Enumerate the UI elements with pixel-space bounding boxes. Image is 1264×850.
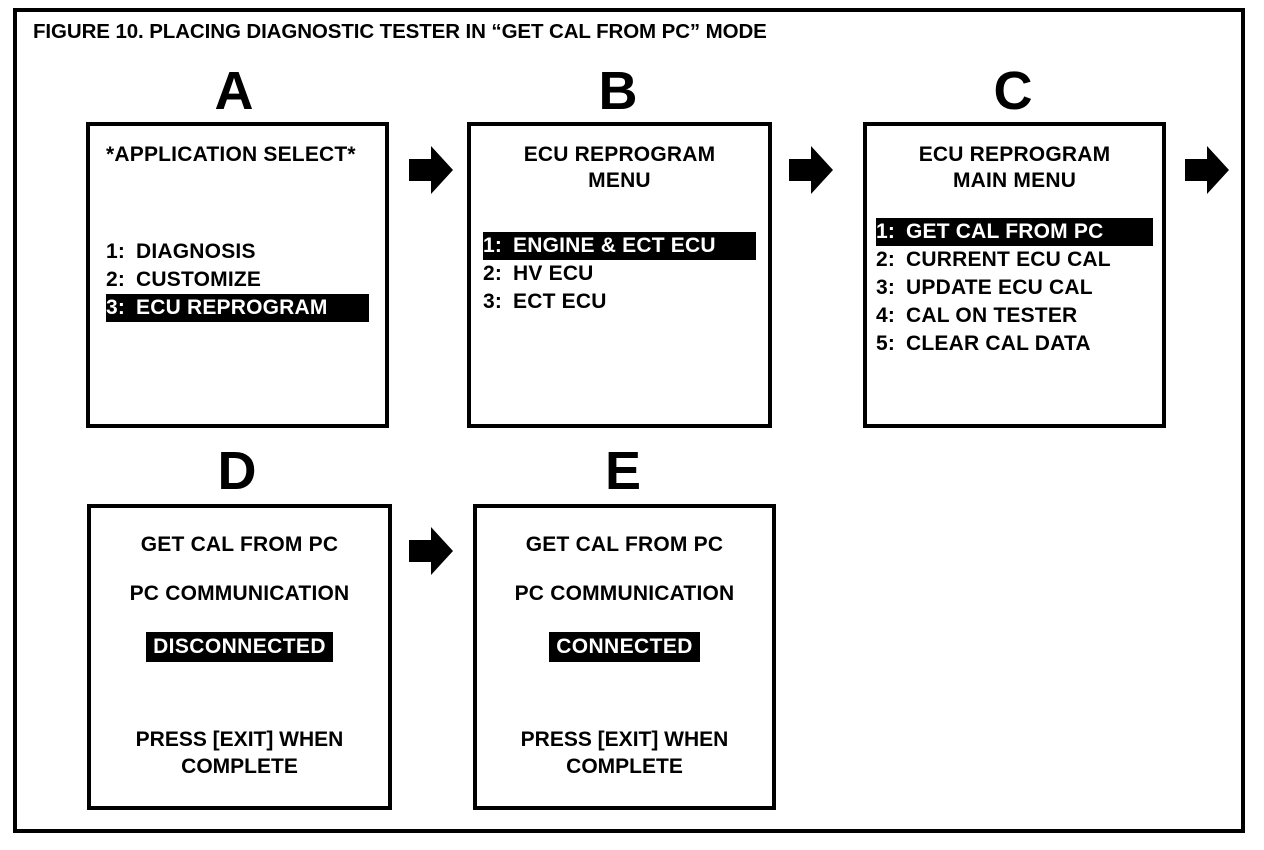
screen-d-subtitle: PC COMMUNICATION (129, 582, 350, 605)
menu-index: 3: (106, 296, 126, 319)
menu-item-current-ecu-cal[interactable]: 2: CURRENT ECU CAL (876, 246, 1153, 274)
screen-panel-d: GET CAL FROM PC PC COMMUNICATION DISCONN… (87, 504, 392, 810)
screen-panel-a: *APPLICATION SELECT* 1: DIAGNOSIS 2: CUS… (86, 122, 389, 428)
panel-letter-c: C (993, 61, 1033, 121)
screen-c-menu: 1: GET CAL FROM PC 2: CURRENT ECU CAL 3:… (867, 218, 1162, 358)
arrow-right-icon-b-to-c (789, 146, 833, 194)
menu-index: 1: (483, 234, 503, 257)
screen-panel-c: ECU REPROGRAM MAIN MENU 1: GET CAL FROM … (863, 122, 1166, 428)
status-badge-connected: CONNECTED (549, 632, 700, 662)
menu-item-cal-on-tester[interactable]: 4: CAL ON TESTER (876, 302, 1153, 330)
screen-panel-b: ECU REPROGRAM MENU 1: ENGINE & ECT ECU 2… (467, 122, 772, 428)
menu-label: ENGINE & ECT ECU (513, 234, 716, 257)
menu-label: CUSTOMIZE (136, 268, 262, 291)
menu-index: 3: (876, 276, 896, 299)
menu-label: CAL ON TESTER (906, 304, 1078, 327)
screen-b-title: ECU REPROGRAM MENU (523, 143, 716, 192)
menu-index: 1: (876, 220, 896, 243)
menu-index: 4: (876, 304, 896, 327)
menu-index: 3: (483, 290, 503, 313)
menu-index: 5: (876, 332, 896, 355)
menu-label: UPDATE ECU CAL (906, 276, 1093, 299)
figure-caption: FIGURE 10. PLACING DIAGNOSTIC TESTER IN … (33, 20, 767, 43)
arrow-right-icon-c-to-next (1185, 146, 1229, 194)
menu-item-ect-ecu[interactable]: 3: ECT ECU (483, 288, 756, 316)
menu-item-ecu-reprogram[interactable]: 3: ECU REPROGRAM (106, 294, 369, 322)
menu-item-customize[interactable]: 2: CUSTOMIZE (106, 266, 369, 294)
screen-b-menu: 1: ENGINE & ECT ECU 2: HV ECU 3: ECT ECU (471, 232, 768, 316)
menu-label: ECU REPROGRAM (136, 296, 328, 319)
screen-e-title: GET CAL FROM PC (525, 533, 724, 556)
panel-letter-e: E (604, 441, 642, 501)
screen-a-title: *APPLICATION SELECT* (106, 143, 356, 166)
screen-e-subtitle: PC COMMUNICATION (514, 582, 735, 605)
screen-panel-e: GET CAL FROM PC PC COMMUNICATION CONNECT… (473, 504, 776, 810)
menu-label: ECT ECU (513, 290, 607, 313)
menu-index: 2: (106, 268, 126, 291)
menu-item-get-cal-from-pc[interactable]: 1: GET CAL FROM PC (876, 218, 1153, 246)
menu-item-clear-cal-data[interactable]: 5: CLEAR CAL DATA (876, 330, 1153, 358)
menu-label: GET CAL FROM PC (906, 220, 1104, 243)
menu-index: 1: (106, 240, 126, 263)
screen-e-footer: PRESS [EXIT] WHEN COMPLETE (520, 728, 729, 778)
menu-label: CLEAR CAL DATA (906, 332, 1091, 355)
menu-label: HV ECU (513, 262, 594, 285)
screen-d-title: GET CAL FROM PC (140, 533, 339, 556)
screen-d-footer: PRESS [EXIT] WHEN COMPLETE (135, 728, 344, 778)
menu-index: 2: (876, 248, 896, 271)
arrow-right-icon-a-to-b (409, 146, 453, 194)
arrow-right-icon-d-to-e (409, 527, 453, 575)
panel-letter-b: B (598, 61, 638, 121)
menu-item-update-ecu-cal[interactable]: 3: UPDATE ECU CAL (876, 274, 1153, 302)
menu-item-engine-ect-ecu[interactable]: 1: ENGINE & ECT ECU (483, 232, 756, 260)
menu-index: 2: (483, 262, 503, 285)
menu-label: DIAGNOSIS (136, 240, 256, 263)
screen-d-status-line: DISCONNECTED (91, 632, 388, 662)
menu-item-hv-ecu[interactable]: 2: HV ECU (483, 260, 756, 288)
screen-a-menu: 1: DIAGNOSIS 2: CUSTOMIZE 3: ECU REPROGR… (90, 238, 385, 322)
panel-letter-d: D (217, 441, 257, 501)
screen-e-status-line: CONNECTED (477, 632, 772, 662)
status-badge-disconnected: DISCONNECTED (146, 632, 333, 662)
menu-item-diagnosis[interactable]: 1: DIAGNOSIS (106, 238, 369, 266)
menu-label: CURRENT ECU CAL (906, 248, 1111, 271)
screen-c-title: ECU REPROGRAM MAIN MENU (918, 143, 1111, 192)
panel-letter-a: A (214, 61, 254, 121)
